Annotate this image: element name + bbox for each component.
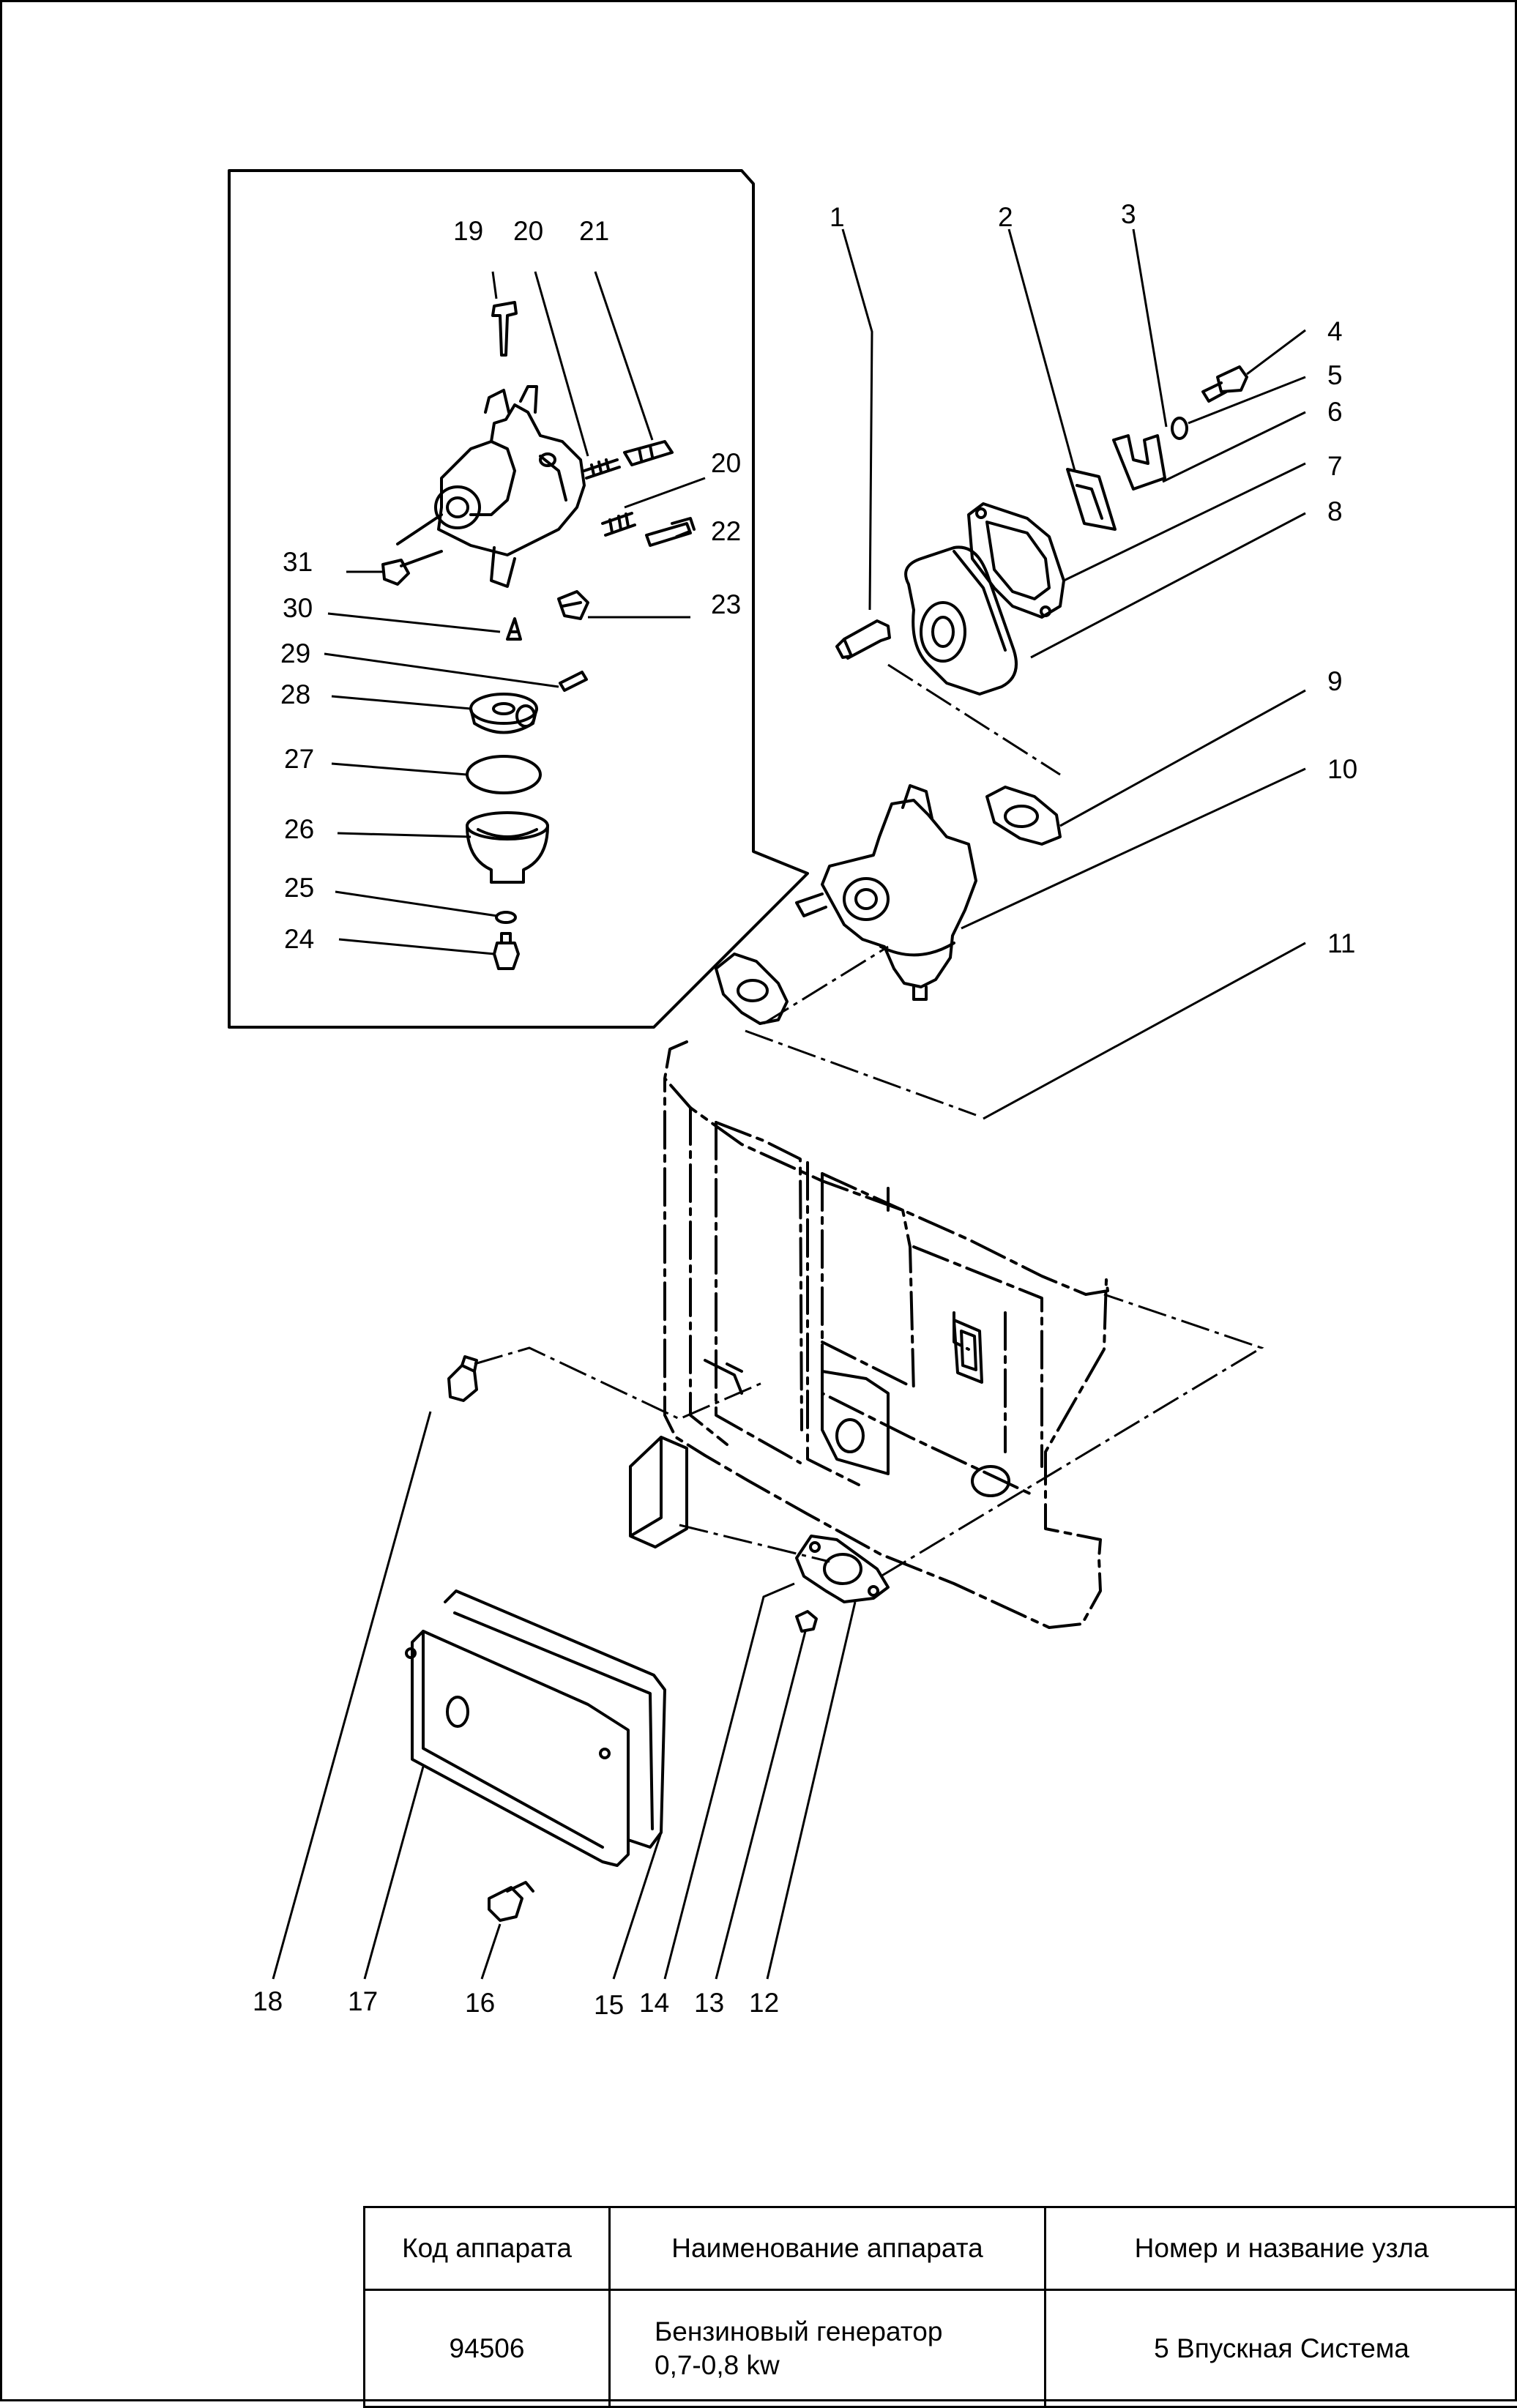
callout-1: 1 xyxy=(830,202,845,232)
part-25-washer xyxy=(496,912,515,922)
part-15-gasket xyxy=(445,1591,665,1847)
callout-12: 12 xyxy=(749,1988,779,2018)
part-20-spring-lower xyxy=(603,513,635,535)
callout-7: 7 xyxy=(1327,451,1343,481)
callout-14: 14 xyxy=(639,1988,669,2018)
part-9-gasket xyxy=(987,787,1060,844)
device-code-value: 94506 xyxy=(365,2290,610,2407)
title-block-table: Код аппарата Наименование аппарата Номер… xyxy=(363,2206,1517,2408)
callout-18: 18 xyxy=(253,1986,283,2016)
part-6-bracket xyxy=(1114,436,1165,489)
callout-15: 15 xyxy=(594,1990,624,2020)
callout-11: 11 xyxy=(1327,928,1355,958)
device-name-line-1: Бензиновый генератор xyxy=(655,2315,1035,2349)
part-19-screw xyxy=(493,302,516,355)
exploded-parts-diagram: 1 2 3 4 5 6 7 8 9 10 11 12 13 14 15 16 1… xyxy=(2,2,1517,2206)
callout-24: 24 xyxy=(284,924,314,954)
assembly-value: 5 Впускная Система xyxy=(1046,2290,1517,2407)
part-2-plate xyxy=(1067,469,1115,529)
header-assembly: Номер и название узла xyxy=(1046,2207,1517,2290)
leader-lines xyxy=(273,229,1305,1979)
callout-23: 23 xyxy=(711,589,741,619)
callout-13: 13 xyxy=(694,1988,724,2018)
frame-details xyxy=(705,1320,1009,1496)
callout-5: 5 xyxy=(1327,360,1343,390)
header-device-name: Наименование аппарата xyxy=(610,2207,1046,2290)
part-31-screw xyxy=(383,551,441,584)
callout-26: 26 xyxy=(284,814,314,844)
callout-2: 2 xyxy=(998,202,1013,232)
callout-31: 31 xyxy=(283,547,313,577)
callout-20: 20 xyxy=(513,216,543,246)
part-11-gasket xyxy=(716,954,787,1024)
part-8-intake-pipe xyxy=(906,547,1016,694)
part-5-washer xyxy=(1172,418,1187,439)
callout-9: 9 xyxy=(1327,666,1343,696)
generator-frame xyxy=(665,1042,1108,1628)
callout-labels: 1 2 3 4 5 6 7 8 9 10 11 12 13 14 15 16 1… xyxy=(253,199,1357,2020)
callout-16: 16 xyxy=(465,1988,495,2018)
callout-29: 29 xyxy=(280,638,310,668)
callout-28: 28 xyxy=(280,679,310,709)
part-29-pin xyxy=(560,672,586,690)
callout-6: 6 xyxy=(1327,397,1343,427)
device-name-line-2: 0,7-0,8 kw xyxy=(655,2349,1035,2382)
part-16-screw xyxy=(489,1882,533,1920)
part-17-cover-panel xyxy=(406,1631,628,1865)
part-23-screw xyxy=(559,592,588,619)
callout-19: 19 xyxy=(453,216,483,246)
part-7-gasket xyxy=(969,504,1064,617)
callout-20-lower: 20 xyxy=(711,448,741,478)
part-21-screw xyxy=(625,441,672,465)
part-27-gasket xyxy=(467,756,540,793)
part-1-bolt xyxy=(837,621,890,658)
part-24-drain-screw xyxy=(494,933,518,969)
callout-4: 4 xyxy=(1327,316,1343,346)
callout-3: 3 xyxy=(1121,199,1136,229)
inset-parts xyxy=(383,302,694,969)
part-20-spring-upper xyxy=(584,460,619,478)
callout-21: 21 xyxy=(579,216,609,246)
device-name-value: Бензиновый генератор 0,7-0,8 kw xyxy=(610,2290,1046,2407)
callout-17: 17 xyxy=(348,1986,378,2016)
header-device-code: Код аппарата xyxy=(365,2207,610,2290)
callout-8: 8 xyxy=(1327,496,1343,526)
callout-22: 22 xyxy=(711,516,741,546)
part-30-needle xyxy=(507,619,521,639)
part-10-carburetor xyxy=(797,786,976,999)
alignment-lines xyxy=(474,665,1261,1576)
title-block-header-row: Код аппарата Наименование аппарата Номер… xyxy=(365,2207,1517,2290)
callout-25: 25 xyxy=(284,873,314,903)
title-block-value-row: 94506 Бензиновый генератор 0,7-0,8 kw 5 … xyxy=(365,2290,1517,2407)
part-13-flange xyxy=(797,1536,888,1602)
part-26-float-bowl xyxy=(467,813,548,882)
upper-right-parts xyxy=(716,367,1247,1024)
part-4-bolt xyxy=(1203,367,1247,401)
part-18-grommet xyxy=(449,1357,477,1401)
part-28-float xyxy=(471,694,537,733)
callout-27: 27 xyxy=(284,744,314,774)
part-12-nut xyxy=(797,1611,816,1631)
callout-10: 10 xyxy=(1327,754,1357,784)
callout-30: 30 xyxy=(283,593,313,623)
rubber-pad xyxy=(630,1437,687,1547)
